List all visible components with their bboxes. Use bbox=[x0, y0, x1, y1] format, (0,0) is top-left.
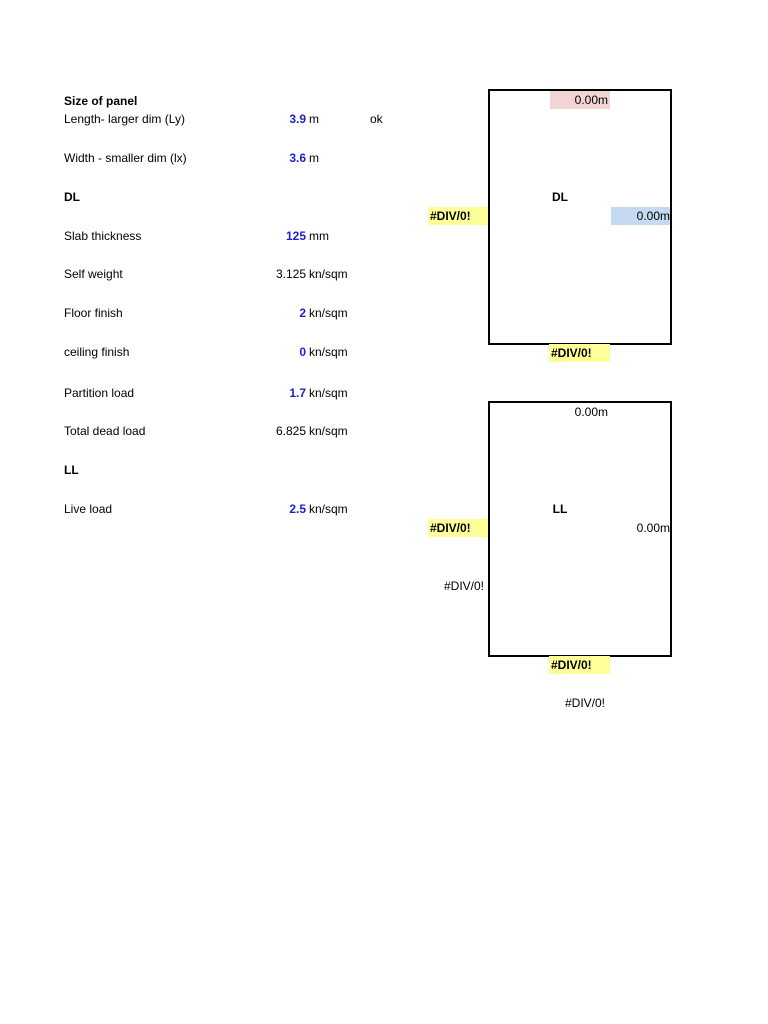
length-value[interactable]: 3.9 bbox=[289, 112, 306, 126]
ll-below-extra-value: #DIV/0! bbox=[565, 696, 606, 710]
length-unit: m bbox=[309, 112, 319, 126]
width-unit: m bbox=[309, 151, 319, 165]
ll-top-moment: 0.00m bbox=[574, 405, 608, 419]
partition-load-value[interactable]: 1.7 bbox=[289, 386, 306, 400]
slab-thickness-value[interactable]: 125 bbox=[285, 229, 306, 243]
floor-finish-label: Floor finish bbox=[64, 306, 123, 320]
total-dead-load-unit: kn/sqm bbox=[309, 424, 348, 438]
slab-thickness-unit: mm bbox=[309, 229, 329, 243]
live-load-value[interactable]: 2.5 bbox=[289, 502, 306, 516]
ll-diagram-label: LL bbox=[552, 502, 568, 516]
width-value[interactable]: 3.6 bbox=[289, 151, 306, 165]
dl-bottom-value: #DIV/0! bbox=[549, 344, 610, 362]
ll-left-extra-value: #DIV/0! bbox=[444, 579, 485, 593]
ceiling-finish-value[interactable]: 0 bbox=[299, 345, 306, 359]
dl-right-moment: 0.00m bbox=[611, 207, 670, 225]
ll-bottom-value: #DIV/0! bbox=[549, 656, 610, 674]
ceiling-finish-unit: kn/sqm bbox=[309, 345, 348, 359]
self-weight-unit: kn/sqm bbox=[309, 267, 348, 281]
dl-top-moment: 0.00m bbox=[550, 91, 610, 109]
length-status: ok bbox=[370, 112, 383, 126]
ll-right-moment: 0.00m bbox=[636, 521, 670, 535]
dl-diagram-label: DL bbox=[552, 190, 568, 204]
width-label: Width - smaller dim (lx) bbox=[64, 151, 187, 165]
total-dead-load-label: Total dead load bbox=[64, 424, 146, 438]
dl-heading: DL bbox=[64, 190, 80, 204]
ll-left-value: #DIV/0! bbox=[428, 519, 488, 537]
floor-finish-value[interactable]: 2 bbox=[299, 306, 306, 320]
slab-thickness-label: Slab thickness bbox=[64, 229, 142, 243]
dl-left-value: #DIV/0! bbox=[428, 207, 488, 225]
ll-heading: LL bbox=[64, 463, 79, 477]
live-load-unit: kn/sqm bbox=[309, 502, 348, 516]
ceiling-finish-label: ceiling finish bbox=[64, 345, 130, 359]
floor-finish-unit: kn/sqm bbox=[309, 306, 348, 320]
length-label: Length- larger dim (Ly) bbox=[64, 112, 185, 126]
live-load-label: Live load bbox=[64, 502, 113, 516]
self-weight-label: Self weight bbox=[64, 267, 123, 281]
total-dead-load-value: 6.825 bbox=[275, 424, 306, 438]
self-weight-value: 3.125 bbox=[275, 267, 306, 281]
partition-load-unit: kn/sqm bbox=[309, 386, 348, 400]
size-of-panel-heading: Size of panel bbox=[64, 94, 138, 108]
partition-load-label: Partition load bbox=[64, 386, 135, 400]
